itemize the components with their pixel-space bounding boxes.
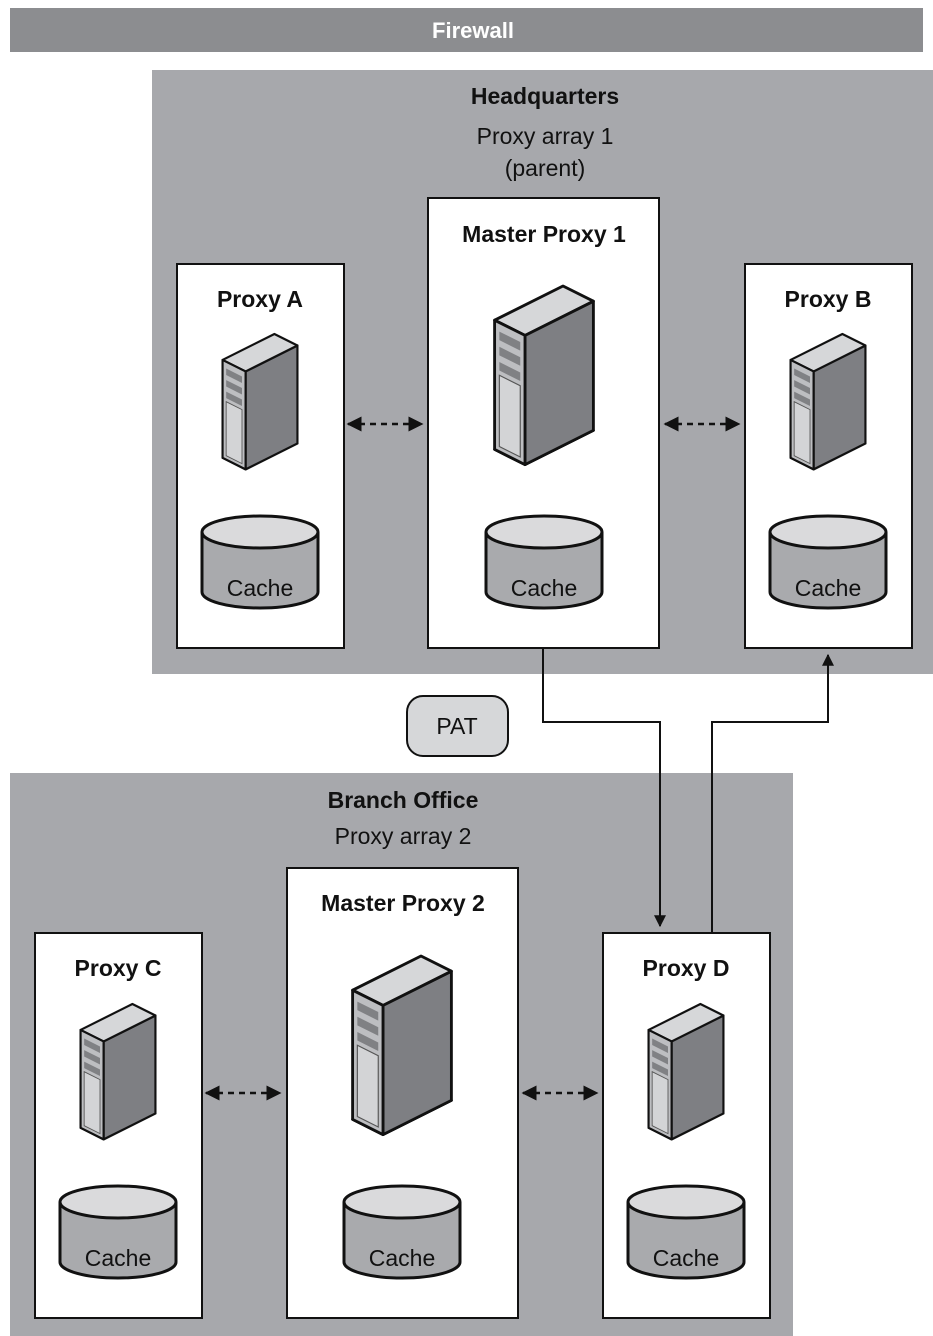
branch-array-line1: Proxy array 2 [335,823,472,849]
master-proxy-1-label: Master Proxy 1 [462,221,626,247]
pat-label: PAT [436,713,477,739]
proxy-d-node: Proxy D Cache [602,932,771,1319]
server-icon [789,332,867,471]
pat-badge: PAT [406,695,509,757]
server-icon [351,954,453,1137]
firewall-bar: Firewall [10,8,923,52]
proxy-c-label: Proxy C [75,955,162,981]
proxy-c-node: Proxy C Cache [34,932,203,1319]
branch-title: Branch Office [328,787,479,813]
proxy-b-label: Proxy B [785,286,872,312]
server-icon [221,332,299,471]
master-proxy-2-cache-label: Cache [369,1245,435,1271]
proxy-c-cache-label: Cache [85,1245,151,1271]
master-proxy-2-label: Master Proxy 2 [321,890,485,916]
proxy-a-cache-label: Cache [227,575,293,601]
server-icon [79,1002,157,1141]
link-proxy-d-to-proxy-b [711,653,834,932]
proxy-a-node: Proxy A Cache [176,263,345,649]
branch-office-region: Branch Office Proxy array 2 Proxy C Cach… [10,773,793,1336]
proxy-d-label: Proxy D [643,955,730,981]
firewall-label: Firewall [432,18,514,43]
proxy-d-cache-label: Cache [653,1245,719,1271]
headquarters-region: Headquarters Proxy array 1 (parent) Prox… [152,70,933,674]
master-proxy-1-cache-label: Cache [511,575,577,601]
proxy-b-node: Proxy B Cache [744,263,913,649]
master-proxy-1-node: Master Proxy 1 Cache [427,197,660,649]
master-proxy-2-node: Master Proxy 2 Cache [286,867,519,1319]
link-master-1-to-proxy-d [542,649,666,928]
headquarters-array-line1: Proxy array 1 [477,123,614,149]
headquarters-array-line2: (parent) [505,155,586,181]
proxy-a-label: Proxy A [217,286,303,312]
server-icon [493,284,595,467]
server-icon [647,1002,725,1141]
headquarters-title: Headquarters [471,83,619,109]
proxy-b-cache-label: Cache [795,575,861,601]
